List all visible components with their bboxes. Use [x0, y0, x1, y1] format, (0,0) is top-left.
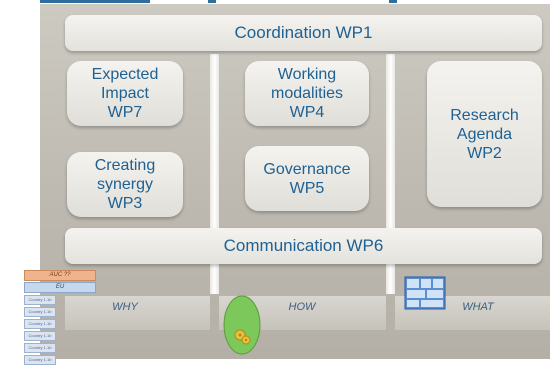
column-label-what: WHAT — [462, 301, 494, 313]
column-label-how: HOW — [288, 301, 316, 313]
expected-impact-wp7-label: Expected Impact WP7 — [91, 66, 159, 121]
why-doc-2: Country 1.1b — [24, 307, 56, 317]
why-doc-6: Country 1.1b — [24, 355, 56, 365]
coordination-wp1-label: Coordination WP1 — [234, 23, 373, 42]
what-windows-icon — [404, 276, 446, 310]
why-doc-4: Country 1.1b — [24, 331, 56, 341]
working-modalities-wp4-label: Working modalities WP4 — [270, 66, 344, 121]
why-icon-row-1: AUC ?? — [24, 270, 96, 281]
communication-wp6-bar: Communication WP6 — [65, 228, 542, 264]
governance-wp5-label: Governance WP5 — [263, 160, 351, 197]
column-divider-left — [210, 54, 219, 294]
creating-synergy-wp3-label: Creating synergy WP3 — [94, 157, 156, 212]
top-accent-line-mid — [208, 0, 216, 3]
how-gears-icon — [223, 295, 261, 355]
research-agenda-wp2-box: Research Agenda WP2 — [427, 61, 542, 207]
column-divider-right — [386, 54, 395, 294]
research-agenda-wp2-label: Research Agenda WP2 — [450, 106, 519, 162]
creating-synergy-wp3-box: Creating synergy WP3 — [67, 152, 183, 217]
bottom-strip-left — [65, 296, 210, 330]
why-doc-3: Country 1.1b — [24, 319, 56, 329]
coordination-wp1-bar: Coordination WP1 — [65, 15, 542, 51]
governance-wp5-box: Governance WP5 — [245, 146, 369, 211]
column-label-why: WHY — [112, 301, 138, 313]
top-accent-line-right — [389, 0, 397, 3]
communication-wp6-label: Communication WP6 — [223, 236, 384, 255]
why-doc-5: Country 1.1b — [24, 343, 56, 353]
working-modalities-wp4-box: Working modalities WP4 — [245, 61, 369, 126]
top-accent-line-left — [40, 0, 150, 3]
expected-impact-wp7-box: Expected Impact WP7 — [67, 61, 183, 126]
why-flag-icon: AUC ?? EU Country 1.1b Country 1.1b Coun… — [24, 270, 96, 365]
why-doc-1: Country 1.1b — [24, 295, 56, 305]
why-icon-row-2: EU — [24, 282, 96, 293]
